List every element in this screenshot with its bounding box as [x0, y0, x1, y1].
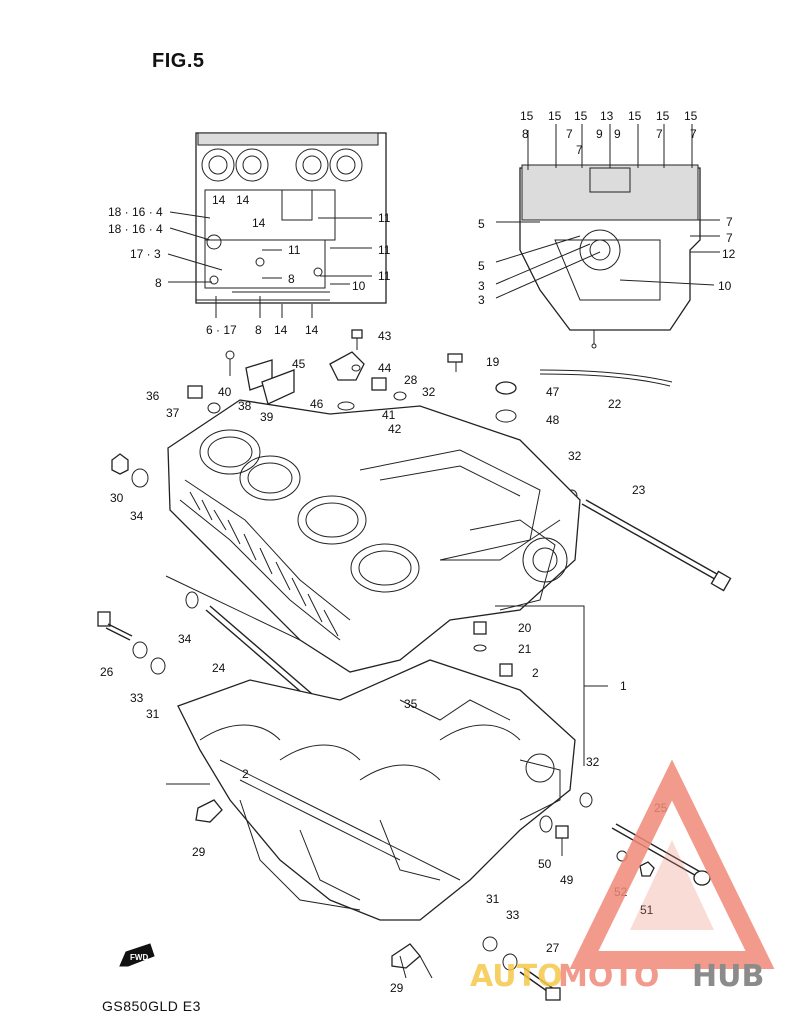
inset-left-top-view [167, 132, 387, 318]
callout: 5 [478, 259, 485, 273]
callout: 8 [255, 323, 262, 337]
callout: 14 [236, 193, 250, 207]
callout: 18 · 16 · 4 [108, 205, 163, 219]
watermark-part-1: AUTO [470, 959, 563, 994]
watermark-part-3: HUB [692, 959, 764, 994]
callout: 7 [690, 127, 697, 141]
callout: 32 [568, 449, 582, 463]
callout: 36 [146, 389, 160, 403]
callout: 30 [110, 491, 124, 505]
callout: 28 [404, 373, 418, 387]
callout: 8 [288, 272, 295, 286]
callout: 8 [522, 127, 529, 141]
watermark-part-2: MOTO [558, 959, 659, 994]
callout: 2 [532, 666, 539, 680]
callout: 44 [378, 361, 392, 375]
inset-right-underside-view [495, 124, 720, 349]
callout: 22 [608, 397, 622, 411]
callout: 15 [520, 109, 534, 123]
callout: 38 [238, 399, 252, 413]
callout: 12 [722, 247, 736, 261]
figure-title: FIG.5 [152, 50, 205, 72]
callout: 15 [548, 109, 562, 123]
callout: 24 [212, 661, 226, 675]
callout: 47 [546, 385, 560, 399]
callout: 7 [656, 127, 663, 141]
callout: 21 [518, 642, 532, 656]
callout: 34 [178, 632, 192, 646]
callout: 15 [628, 109, 642, 123]
callout: 20 [518, 621, 532, 635]
callout: 7 [726, 231, 733, 245]
callout: 40 [218, 385, 232, 399]
lower-parts-group [195, 792, 711, 1001]
callout: 11 [288, 243, 301, 257]
callout: 10 [352, 279, 366, 293]
callout: 34 [130, 509, 144, 523]
callout: 50 [538, 857, 552, 871]
callout: 11 [378, 269, 391, 283]
callout: 48 [546, 413, 560, 427]
callout: 31 [486, 892, 500, 906]
callout: 19 [486, 355, 500, 369]
callout: 23 [632, 483, 646, 497]
fwd-arrow-icon: FWD [119, 943, 155, 967]
callout: 9 [614, 127, 621, 141]
callout: 5 [478, 217, 485, 231]
callout: 3 [478, 293, 485, 307]
callout: 2 [242, 767, 249, 781]
callout: 35 [404, 697, 418, 711]
callout: 46 [310, 397, 324, 411]
callout: 14 [274, 323, 288, 337]
callout-labels: 15 15 15 13 15 15 15 8 7 7 9 9 7 7 5 7 7… [100, 109, 736, 995]
callout: 1 [620, 679, 627, 693]
callout: 41 [382, 408, 396, 422]
callout: 3 [478, 279, 485, 293]
fwd-label: FWD [130, 953, 148, 962]
callout: 17 · 3 [130, 247, 161, 261]
callout: 27 [546, 941, 560, 955]
callout: 33 [130, 691, 144, 705]
callout: 39 [260, 410, 274, 424]
callout: 7 [726, 215, 733, 229]
callout: 32 [586, 755, 600, 769]
callout: 8 [155, 276, 162, 290]
callout: 15 [656, 109, 670, 123]
callout: 18 · 16 · 4 [108, 222, 163, 236]
callout: 51 [640, 903, 654, 917]
callout: 7 [566, 127, 573, 141]
model-code: GS850GLD E3 [102, 998, 201, 1014]
callout: 6 · 17 [206, 323, 237, 337]
callout: 37 [166, 406, 180, 420]
callout: 15 [574, 109, 588, 123]
callout: 14 [305, 323, 319, 337]
callout: 14 [212, 193, 226, 207]
callout: 7 [576, 143, 583, 157]
callout: 9 [596, 127, 603, 141]
callout: 33 [506, 908, 520, 922]
callout: 29 [192, 845, 206, 859]
lower-crankcase [177, 659, 576, 921]
callout: 11 [378, 243, 391, 257]
callout: 45 [292, 357, 306, 371]
upper-crankcase [167, 399, 581, 673]
callout: 11 [378, 211, 391, 225]
callout: 14 [252, 216, 266, 230]
callout: 13 [600, 109, 614, 123]
watermark-logo: AUTO MOTO HUB [470, 759, 775, 994]
callout: 49 [560, 873, 574, 887]
callout: 42 [388, 422, 402, 436]
callout: 32 [422, 385, 436, 399]
callout: 26 [100, 665, 114, 679]
callout: 15 [684, 109, 698, 123]
callout: 10 [718, 279, 732, 293]
callout: 31 [146, 707, 160, 721]
callout: 29 [390, 981, 404, 995]
callout: 43 [378, 329, 392, 343]
